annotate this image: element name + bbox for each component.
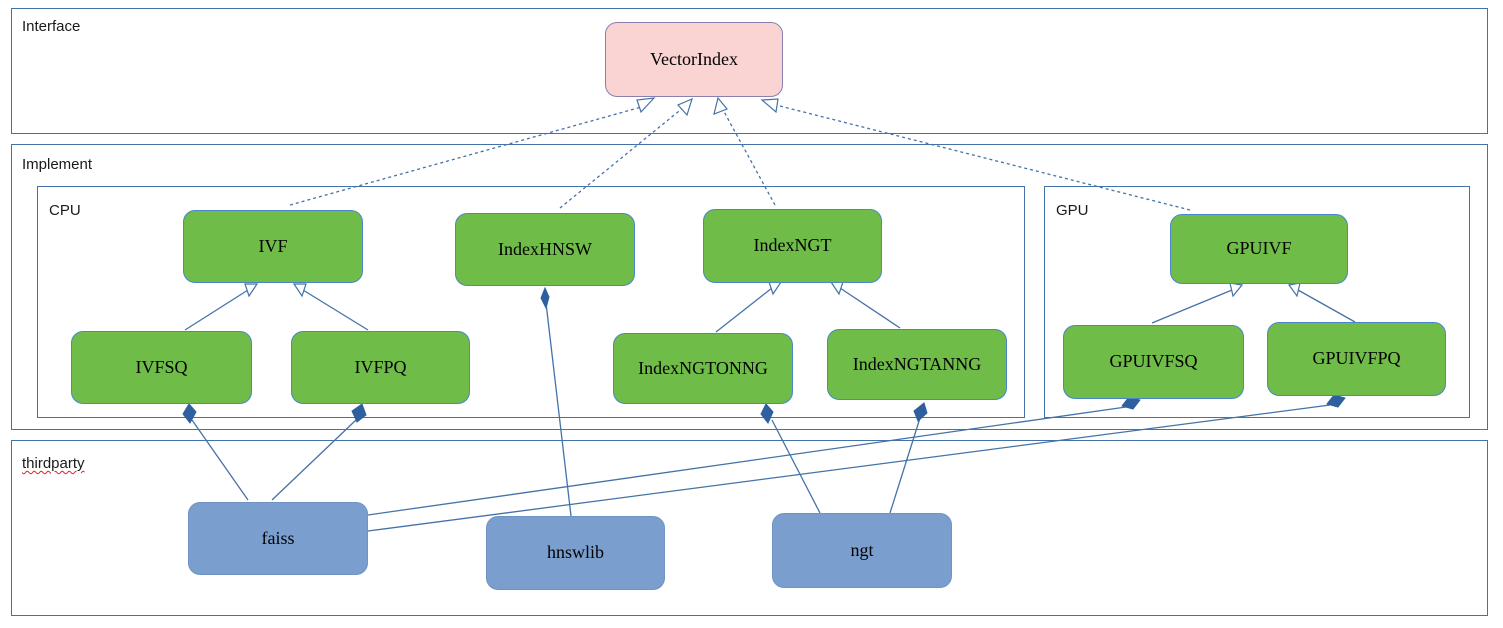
node-gpuivfpq[interactable]: GPUIVFPQ <box>1267 322 1446 396</box>
node-ivfpq-label: IVFPQ <box>354 356 407 377</box>
node-indexhnsw[interactable]: IndexHNSW <box>455 213 635 286</box>
node-indexngtanng-label: IndexNGTANNG <box>852 353 982 374</box>
node-gpuivf[interactable]: GPUIVF <box>1170 214 1348 284</box>
node-ngt[interactable]: ngt <box>772 513 952 588</box>
node-indexngt[interactable]: IndexNGT <box>703 209 882 283</box>
node-indexngtonng[interactable]: IndexNGTONNG <box>613 333 793 404</box>
node-gpuivf-label: GPUIVF <box>1226 238 1292 259</box>
node-ivf-label: IVF <box>258 235 288 256</box>
node-indexhnsw-label: IndexHNSW <box>498 238 592 259</box>
node-vectorindex-label: VectorIndex <box>650 48 738 69</box>
node-ivf[interactable]: IVF <box>183 210 363 283</box>
node-vectorindex[interactable]: VectorIndex <box>605 22 783 97</box>
node-hnswlib[interactable]: hnswlib <box>486 516 665 590</box>
frame-thirdparty-label: thirdparty <box>22 455 85 472</box>
frame-implement-label: Implement <box>22 156 93 173</box>
node-indexngtonng-label: IndexNGTONNG <box>638 357 768 378</box>
node-indexngtanng[interactable]: IndexNGTANNG <box>827 329 1007 400</box>
node-indexngt-label: IndexNGT <box>753 235 832 256</box>
frame-cpu-label: CPU <box>49 202 81 219</box>
frame-gpu-label: GPU <box>1056 202 1089 219</box>
node-hnswlib-label: hnswlib <box>546 542 604 563</box>
node-ivfsq-label: IVFSQ <box>135 356 188 377</box>
frame-interface-label: Interface <box>22 18 81 35</box>
node-ngt-label: ngt <box>850 539 874 560</box>
node-gpuivfpq-label: GPUIVFPQ <box>1312 348 1401 369</box>
node-gpuivfsq-label: GPUIVFSQ <box>1109 351 1198 372</box>
node-ivfpq[interactable]: IVFPQ <box>291 331 470 404</box>
node-gpuivfsq[interactable]: GPUIVFSQ <box>1063 325 1244 399</box>
node-faiss[interactable]: faiss <box>188 502 368 575</box>
node-faiss-label: faiss <box>261 527 295 548</box>
node-ivfsq[interactable]: IVFSQ <box>71 331 252 404</box>
